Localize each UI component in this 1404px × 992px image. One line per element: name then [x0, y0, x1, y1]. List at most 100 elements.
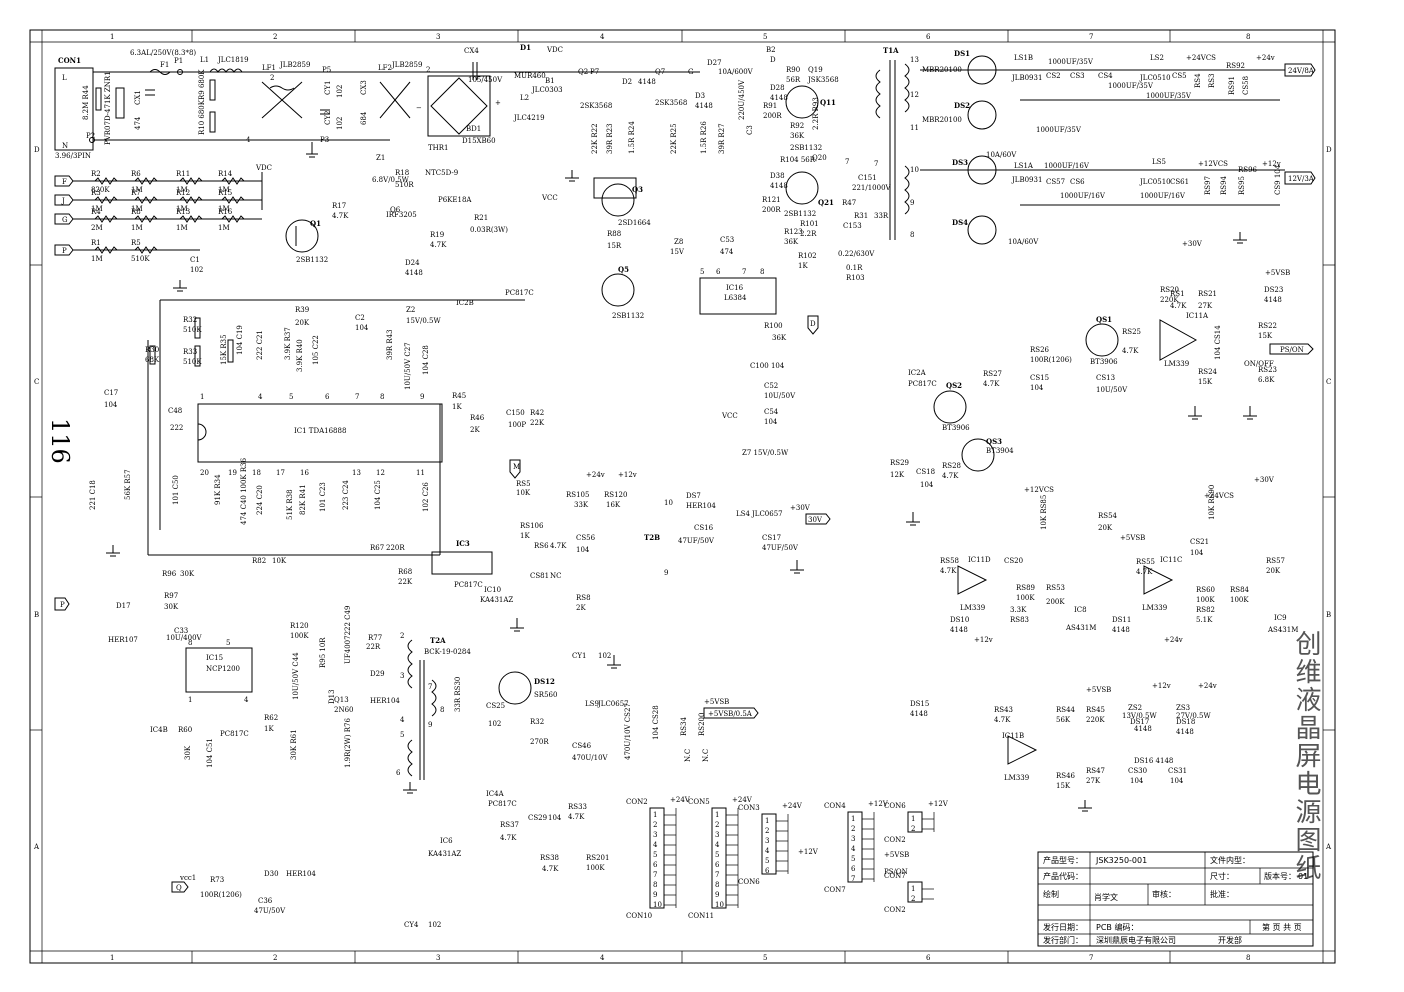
connector-label: CON7	[884, 872, 906, 880]
svg-text:+5VSB: +5VSB	[1265, 269, 1290, 277]
svg-text:R96: R96	[162, 570, 177, 578]
connector-supply: +12V	[868, 800, 889, 808]
svg-text:RS22: RS22	[1258, 322, 1277, 330]
svg-text:5: 5	[400, 731, 404, 739]
svg-text:2SB1132: 2SB1132	[296, 256, 328, 264]
svg-text:R68: R68	[398, 568, 412, 576]
svg-text:LS9: LS9	[585, 700, 599, 708]
svg-text:2: 2	[270, 74, 274, 82]
svg-text:D24: D24	[405, 259, 420, 267]
resistor-ref: R8	[131, 208, 141, 216]
svg-text:10K RS85: 10K RS85	[1040, 495, 1048, 530]
connector-pin: 4	[851, 845, 856, 853]
svg-text:KA431AZ: KA431AZ	[480, 596, 513, 604]
connector-signal: +5VSB	[884, 851, 909, 859]
svg-text:4148: 4148	[770, 182, 788, 190]
svg-text:KA431AZ: KA431AZ	[428, 850, 461, 858]
svg-text:RS4: RS4	[1194, 73, 1202, 88]
svg-text:33K: 33K	[574, 501, 589, 509]
svg-text:10U/400V: 10U/400V	[166, 634, 203, 642]
svg-text:47UF/50V: 47UF/50V	[678, 537, 715, 545]
svg-text:AS431M: AS431M	[1065, 624, 1096, 632]
svg-text:+30V: +30V	[1254, 476, 1275, 484]
svg-text:D1: D1	[520, 43, 531, 52]
svg-text:36K: 36K	[784, 238, 799, 246]
svg-text:CS4: CS4	[1098, 72, 1113, 80]
svg-text:RS82: RS82	[1196, 606, 1215, 614]
svg-text:82K R41: 82K R41	[299, 484, 307, 515]
svg-text:12K: 12K	[890, 471, 905, 479]
svg-text:CS2: CS2	[1046, 72, 1061, 80]
svg-text:104: 104	[104, 401, 118, 409]
connector-pin: 3	[851, 835, 855, 843]
svg-text:105 C22: 105 C22	[312, 335, 320, 365]
svg-text:RS28: RS28	[942, 462, 961, 470]
svg-text:C100 104: C100 104	[750, 362, 785, 370]
svg-text:10U/50V: 10U/50V	[1096, 386, 1128, 394]
svg-text:1000UF/35V: 1000UF/35V	[1146, 92, 1192, 100]
svg-text:10K: 10K	[516, 489, 531, 497]
bd1-label: BD1	[466, 125, 481, 133]
svg-text:CS21: CS21	[1190, 538, 1209, 546]
svg-text:PC817C: PC817C	[908, 380, 937, 388]
svg-text:15K: 15K	[1198, 378, 1213, 386]
svg-text:3.9K R37: 3.9K R37	[284, 327, 292, 360]
connector-pin: 7	[653, 871, 657, 879]
svg-text:C33: C33	[174, 627, 188, 635]
svg-text:RS44: RS44	[1056, 706, 1076, 714]
svg-text:R82: R82	[252, 557, 266, 565]
svg-text:RS120: RS120	[604, 491, 627, 499]
svg-text:N: N	[62, 142, 68, 150]
svg-text:CX3: CX3	[360, 80, 368, 95]
connector-body	[761, 813, 777, 875]
svg-text:RS91: RS91	[1228, 76, 1236, 95]
svg-text:HER104: HER104	[370, 697, 400, 705]
svg-text:IC8: IC8	[1074, 606, 1087, 614]
grid-row-label: D	[1326, 146, 1332, 154]
grid-ticks	[30, 30, 1335, 963]
svg-text:IC4A: IC4A	[486, 790, 505, 798]
svg-text:10U/50V C44: 10U/50V C44	[292, 652, 300, 700]
svg-text:DS10: DS10	[950, 616, 969, 624]
svg-text:LS1B: LS1B	[1014, 54, 1033, 62]
svg-text:发行部门：: 发行部门：	[1043, 935, 1083, 945]
svg-text:CS18: CS18	[916, 468, 935, 476]
svg-text:B2: B2	[766, 46, 776, 54]
svg-text:AS431M: AS431M	[1267, 626, 1298, 634]
svg-text:RS46: RS46	[1056, 772, 1076, 780]
start-resistor-chains: FR2820KR61MR111MR141MJR31MR71MR121MR151M…	[54, 164, 272, 263]
svg-text:D38: D38	[770, 172, 785, 180]
svg-text:+12VCS: +12VCS	[1024, 486, 1054, 494]
svg-text:CS46: CS46	[572, 742, 592, 750]
svg-text:6: 6	[716, 268, 721, 276]
connector-pin: 6	[765, 867, 770, 875]
svg-text:1000UF/16V: 1000UF/16V	[1044, 162, 1090, 170]
connector-pin: 6	[715, 861, 720, 869]
svg-text:4.7K: 4.7K	[568, 813, 585, 821]
svg-text:D2: D2	[622, 78, 632, 86]
svg-text:MBR20100: MBR20100	[922, 116, 962, 124]
svg-text:CS20: CS20	[1004, 557, 1023, 565]
svg-text:尺寸：: 尺寸：	[1210, 871, 1234, 881]
connector-pin: 2	[911, 825, 915, 833]
svg-text:1000UF/16V: 1000UF/16V	[1060, 192, 1106, 200]
svg-text:P3: P3	[320, 136, 329, 144]
svg-text:R62: R62	[264, 714, 278, 722]
svg-text:JLC0657: JLC0657	[597, 700, 629, 708]
svg-text:Z1: Z1	[376, 154, 385, 162]
svg-text:33R: 33R	[874, 212, 889, 220]
svg-text:N.C: N.C	[702, 749, 710, 762]
svg-text:JLC0510: JLC0510	[1139, 178, 1171, 186]
resistor-value: 820K	[91, 186, 110, 194]
svg-text:12: 12	[376, 469, 385, 477]
svg-text:UF4007222 C49: UF4007222 C49	[344, 606, 352, 664]
grid-col-label: 7	[1089, 954, 1093, 962]
svg-text:6: 6	[396, 769, 401, 777]
connector-signal: PS/ON	[884, 868, 908, 876]
svg-text:NCP1200: NCP1200	[206, 665, 240, 673]
grid-col-label: 2	[273, 33, 277, 41]
svg-text:4.7K: 4.7K	[542, 865, 559, 873]
svg-text:104: 104	[764, 418, 778, 426]
